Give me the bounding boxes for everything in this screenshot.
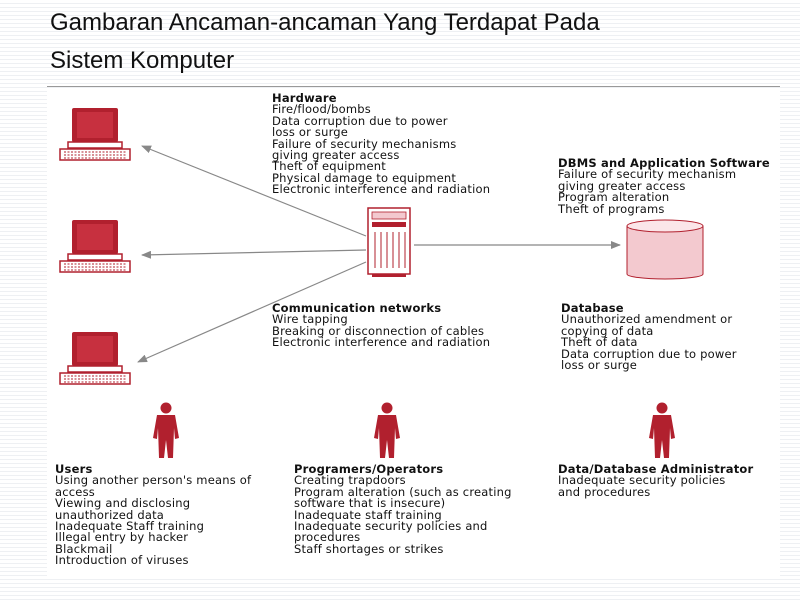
programmers-line: Inadequate staff training [294, 507, 442, 522]
hardware-line: loss or surge [272, 125, 349, 140]
hardware-line: Failure of security mechanisms [272, 136, 457, 151]
title-line-1: Gambaran Ancaman-ancaman Yang Terdapat P… [50, 9, 600, 36]
users-line: Introduction of viruses [55, 553, 189, 568]
slide-title: Gambaran Ancaman-ancaman Yang Terdapat P… [50, 4, 770, 80]
dba-block: Data/Database Administrator Inadequate s… [558, 462, 754, 499]
title-line-2: Sistem Komputer [50, 47, 235, 74]
comm-line: Electronic interference and radiation [272, 335, 491, 350]
programmers-line: Inadequate security policies and [294, 519, 488, 534]
database-block: Database Unauthorized amendment or copyi… [561, 301, 737, 373]
programmers-line: procedures [294, 530, 361, 545]
users-block: Users Using another person's means of ac… [55, 462, 252, 568]
programmers-line: Creating trapdoors [294, 473, 406, 488]
programmers-line: Program alteration (such as creating [294, 484, 512, 499]
comm-heading: Communication networks [272, 301, 442, 315]
dbms-heading: DBMS and Application Software [558, 156, 770, 170]
database-icon [626, 219, 704, 280]
programmer-person-icon [374, 402, 400, 458]
dba-heading: Data/Database Administrator [558, 462, 754, 476]
hardware-heading: Hardware [272, 91, 337, 105]
comm-block: Communication networks Wire tapping Brea… [272, 301, 491, 350]
database-heading: Database [561, 301, 624, 315]
dba-person-icon [649, 402, 675, 458]
computer-icon-2 [59, 219, 131, 273]
dbms-line: Failure of security mechanism [558, 167, 737, 182]
users-line: access [55, 484, 95, 499]
programmers-heading: Programers/Operators [294, 462, 444, 476]
computer-icon-1 [59, 107, 131, 161]
users-line: Using another person's means of [55, 473, 252, 488]
server-icon [367, 207, 411, 277]
users-line: Viewing and disclosing [55, 496, 191, 511]
dbms-line: giving greater access [558, 178, 686, 193]
computer-icon-3 [59, 331, 131, 385]
dba-line: Inadequate security policies [558, 473, 726, 488]
title-divider [47, 86, 780, 87]
database-line: Unauthorized amendment or [561, 312, 733, 327]
programmers-line: software that is insecure) [294, 496, 446, 511]
database-line: Theft of data [561, 335, 638, 350]
user-person-icon [153, 402, 179, 458]
hardware-line: Fire/flood/bombs [272, 102, 371, 117]
users-line: Illegal entry by hacker [55, 530, 189, 545]
comm-line: Breaking or disconnection of cables [272, 323, 485, 338]
database-line: loss or surge [561, 358, 638, 373]
database-line: copying of data [561, 323, 654, 338]
hardware-line: Physical damage to equipment [272, 170, 457, 185]
arrow-to-computer-1 [141, 145, 367, 237]
comm-line: Wire tapping [272, 312, 348, 327]
programmers-line: Staff shortages or strikes [294, 541, 444, 556]
users-heading: Users [55, 462, 93, 476]
users-line: Inadequate Staff training [55, 519, 205, 534]
dbms-line: Theft of programs [558, 201, 665, 216]
programmers-block: Programers/Operators Creating trapdoors … [294, 462, 512, 556]
hardware-line: Electronic interference and radiation [272, 182, 491, 197]
database-line: Data corruption due to power [561, 346, 737, 361]
hardware-line: giving greater access [272, 148, 400, 163]
users-line: Blackmail [55, 541, 113, 556]
diagram-panel [47, 88, 780, 578]
arrow-to-computer-3 [137, 261, 367, 363]
hardware-block: Hardware Fire/flood/bombs Data corruptio… [272, 91, 491, 197]
hardware-line: Data corruption due to power [272, 113, 448, 128]
dbms-line: Program alteration [558, 190, 670, 205]
dbms-block: DBMS and Application Software Failure of… [558, 156, 770, 216]
users-line: unauthorized data [55, 507, 165, 522]
arrow-to-computer-2 [141, 249, 367, 259]
dba-line: and procedures [558, 484, 651, 499]
hardware-line: Theft of equipment [272, 159, 386, 174]
